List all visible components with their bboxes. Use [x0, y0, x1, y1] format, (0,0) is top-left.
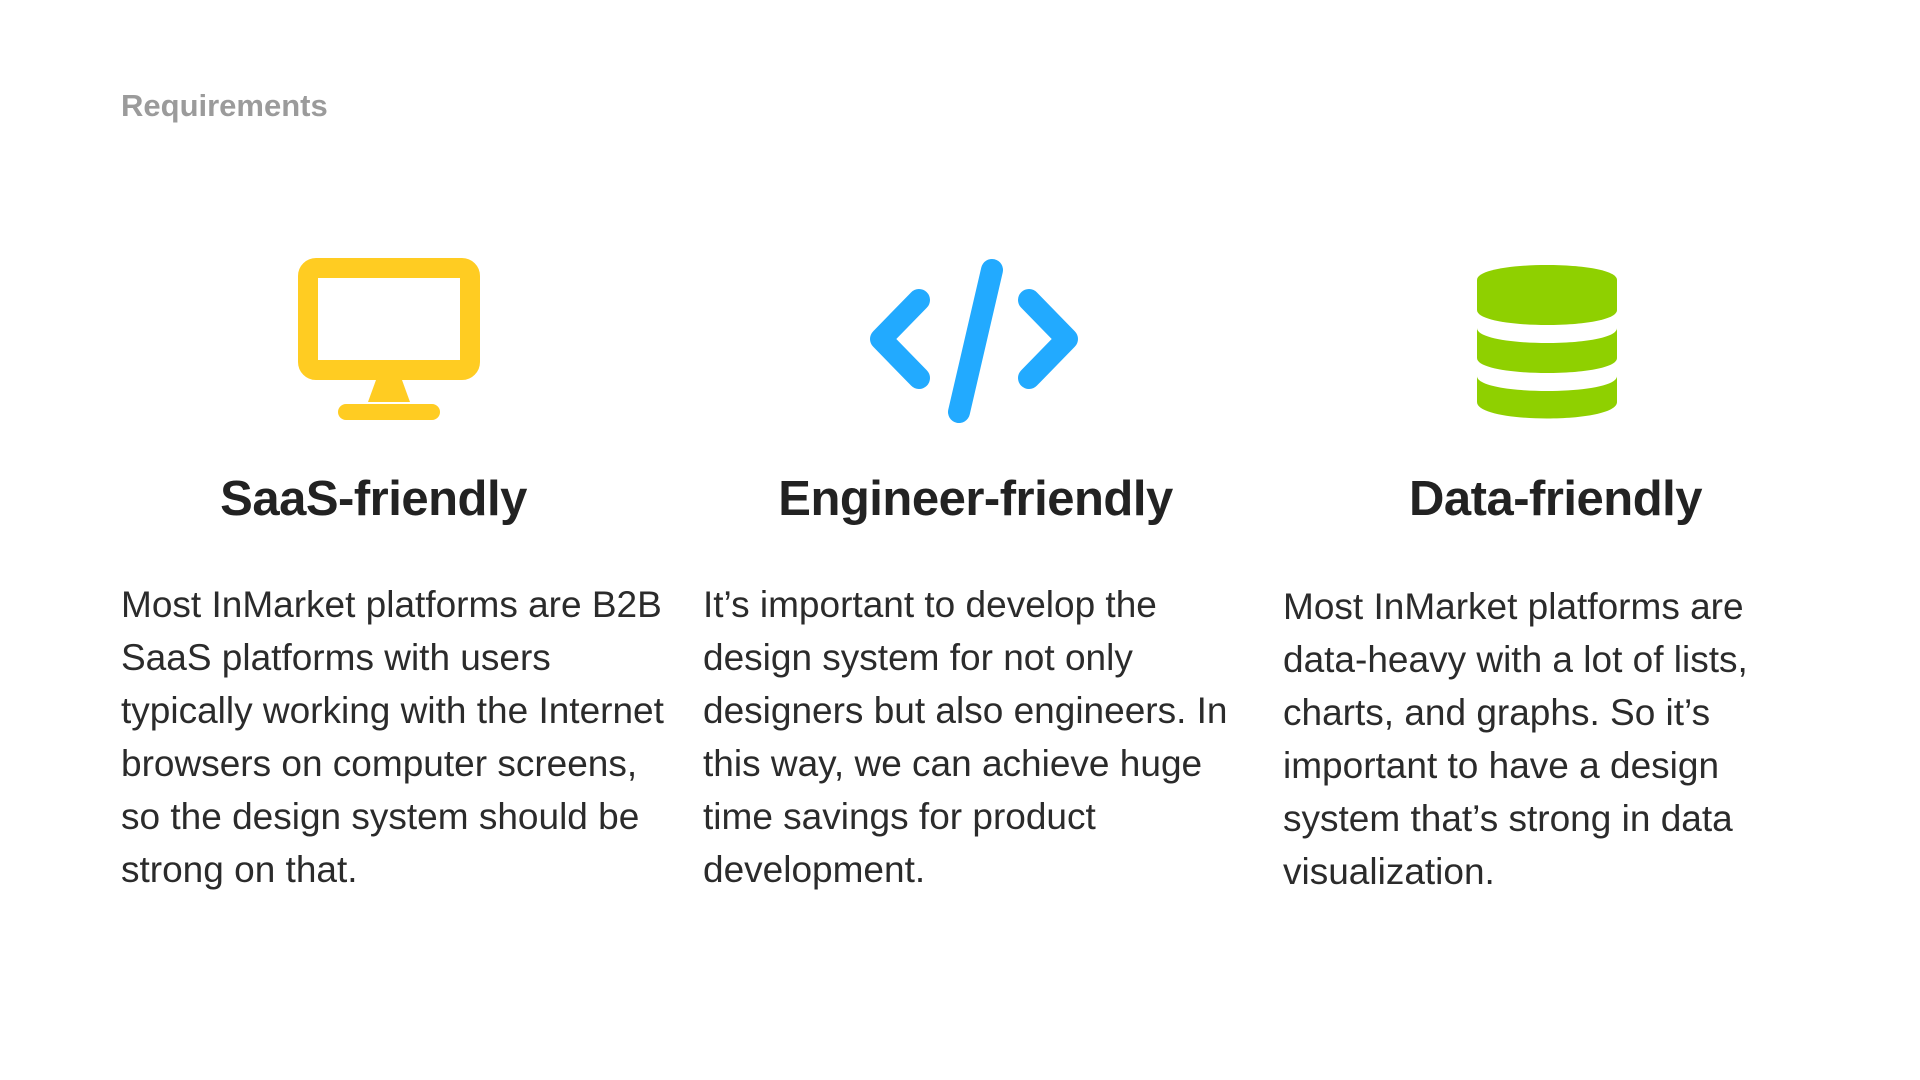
- requirement-description: Most InMarket platforms are B2B SaaS pla…: [121, 584, 664, 890]
- database-icon: [1474, 258, 1620, 424]
- section-label: Requirements: [121, 88, 328, 123]
- requirement-description: Most InMarket platforms are data-heavy w…: [1283, 586, 1748, 892]
- requirement-title: Engineer-friendly: [778, 472, 1173, 526]
- requirement-title: SaaS-friendly: [220, 472, 527, 526]
- monitor-icon: [298, 258, 480, 424]
- requirement-title: Data-friendly: [1408, 472, 1703, 526]
- requirement-description: It’s important to develop the design sys…: [703, 584, 1228, 890]
- code-icon: [869, 258, 1079, 424]
